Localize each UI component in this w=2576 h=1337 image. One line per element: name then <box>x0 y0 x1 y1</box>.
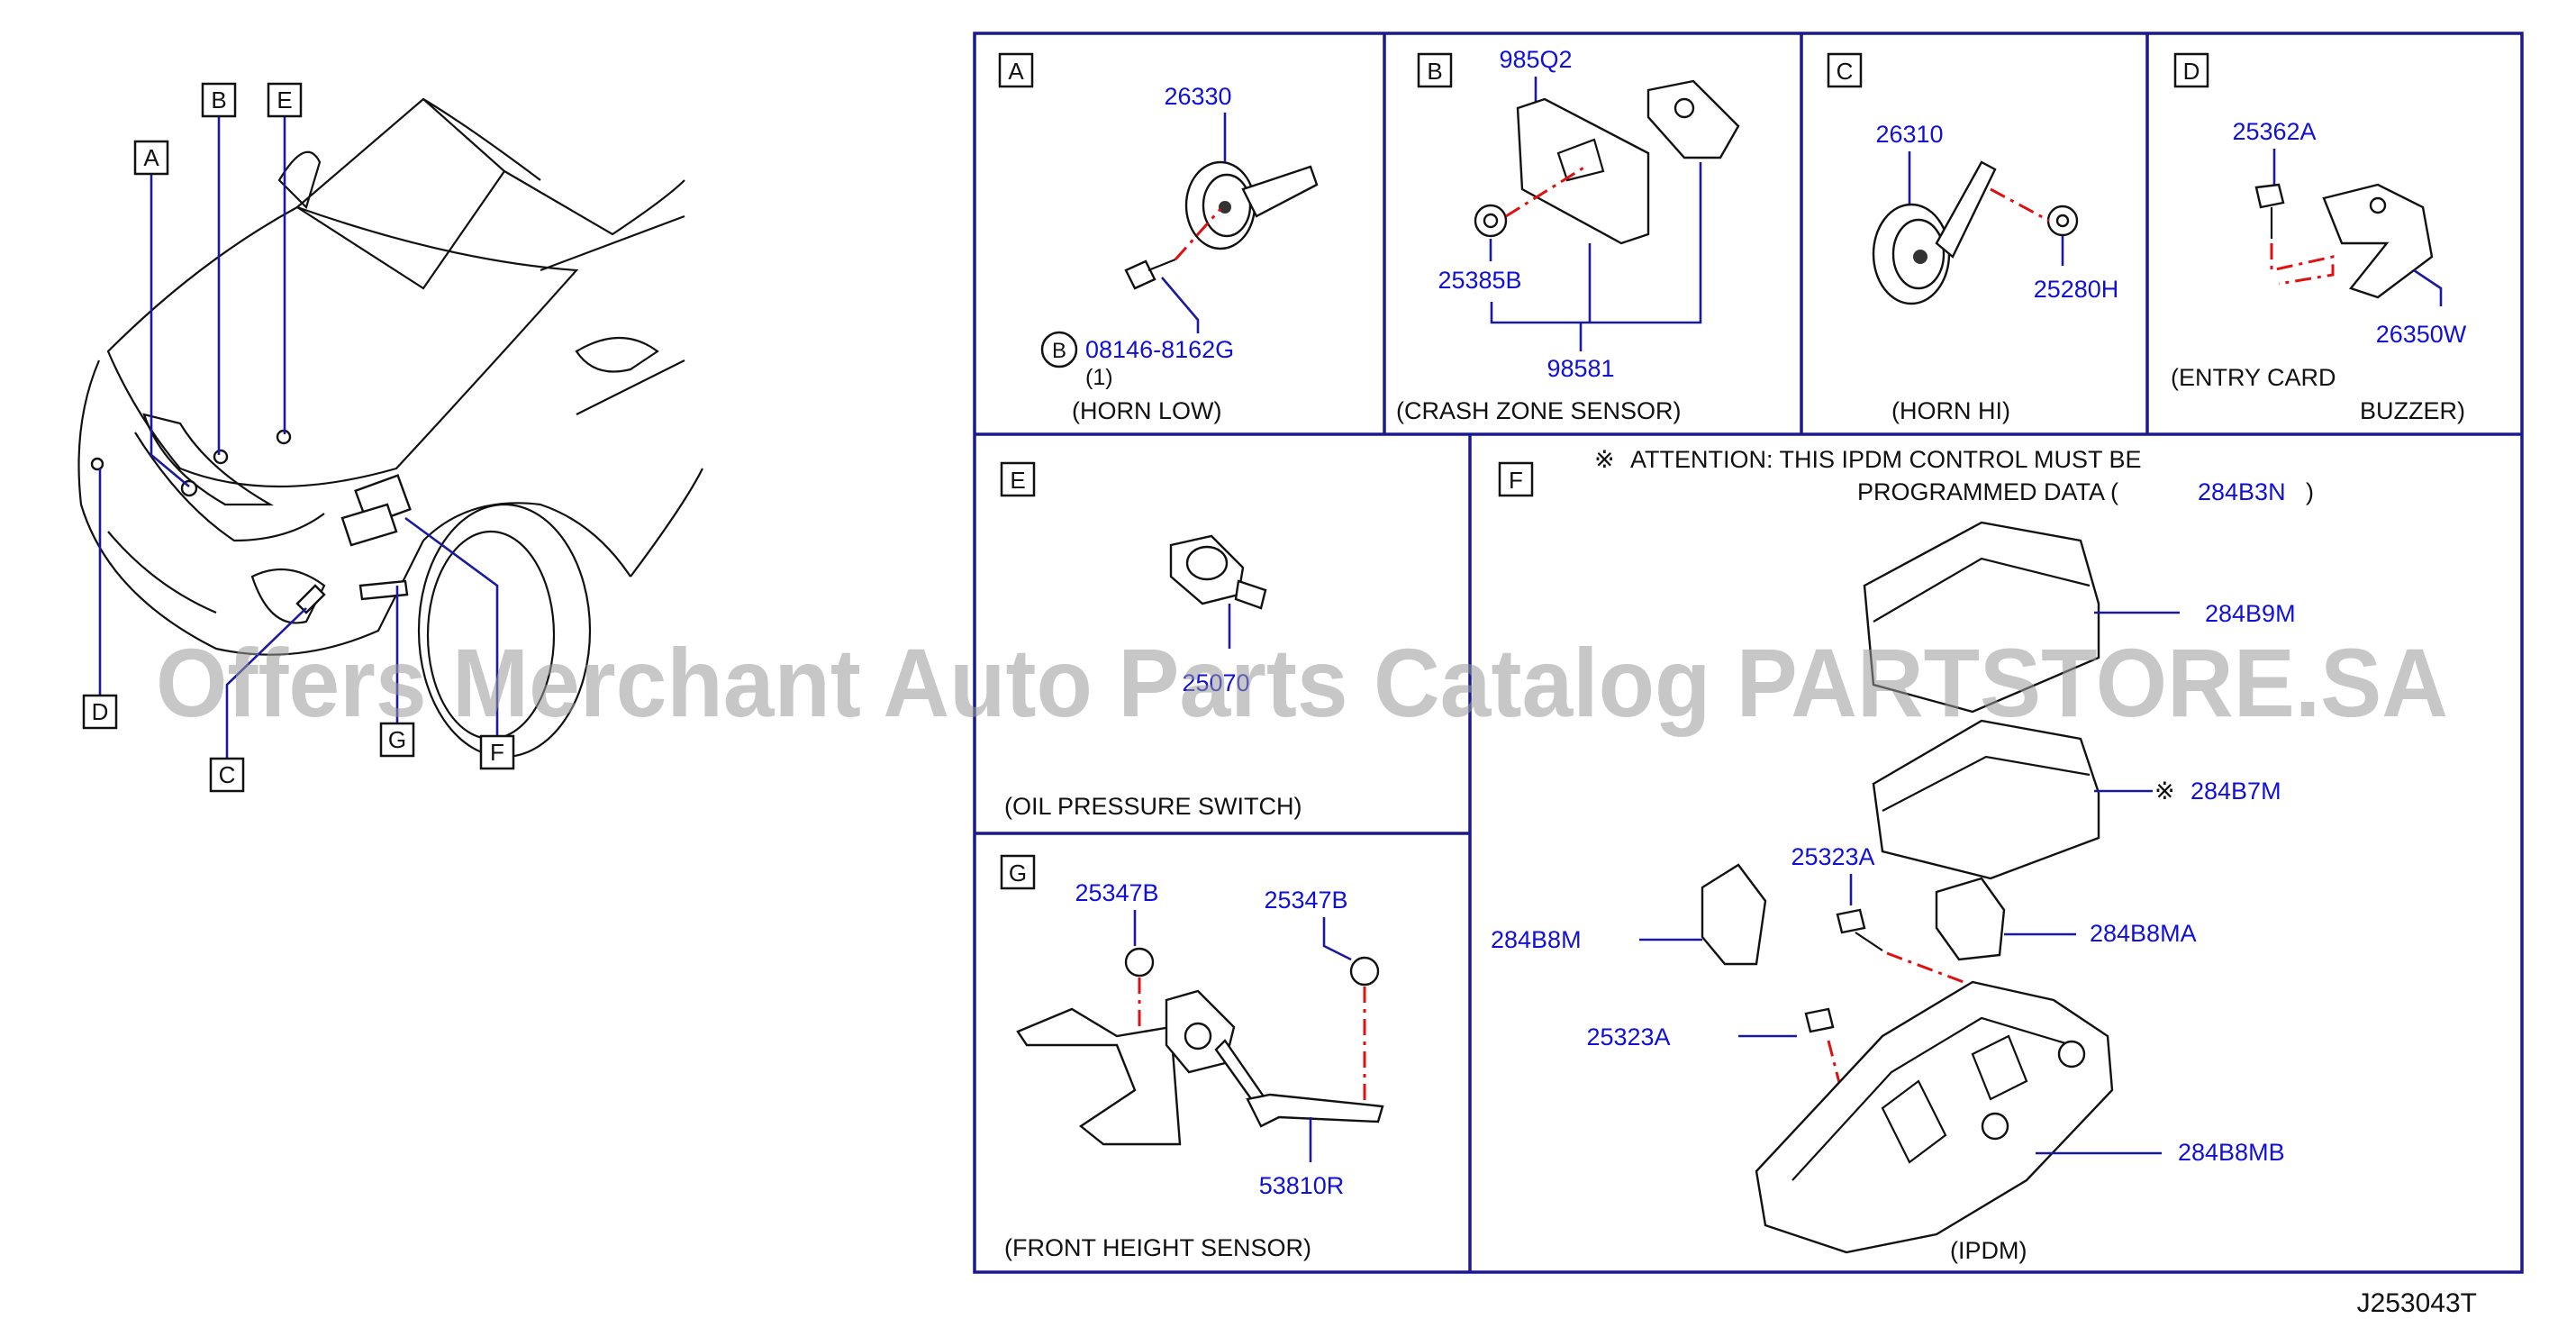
callout-C[interactable]: C <box>209 757 245 793</box>
panel-caption: (FRONT HEIGHT SENSOR) <box>1004 1234 1311 1261</box>
svg-text:F: F <box>1509 467 1523 494</box>
svg-text:C: C <box>1837 58 1854 85</box>
panel-G[interactable]: G 25347B 25347B 53810R (FRONT HEIGHT SEN… <box>1000 854 1384 1261</box>
crash-sensor-icon <box>1646 79 1740 159</box>
part-number[interactable]: 25323A <box>1586 1023 1670 1050</box>
part-number[interactable]: 284B9M <box>2205 600 2296 627</box>
hood <box>106 205 579 488</box>
watermark: Offers Merchant Auto Parts Catalog PARTS… <box>156 628 2448 737</box>
svg-text:D: D <box>92 698 109 725</box>
front-bumper <box>77 359 424 656</box>
svg-text:E: E <box>1010 467 1025 494</box>
callout-E[interactable]: E <box>267 82 303 118</box>
attention-mark: ※ <box>1594 446 1615 473</box>
ipdm-clip-icon <box>1935 877 2006 961</box>
ipdm-base-icon <box>1755 980 2114 1254</box>
part-number[interactable]: 284B7M <box>2191 778 2281 805</box>
panel-caption: BUZZER) <box>2360 397 2465 424</box>
part-number[interactable]: 08146-8162G <box>1085 336 1234 363</box>
horn-hi-sketch <box>295 584 326 614</box>
bolt-icon <box>1836 908 1866 934</box>
part-number[interactable]: 284B8MB <box>2178 1139 2285 1166</box>
part-number[interactable]: 53810R <box>1259 1172 1345 1199</box>
part-number[interactable]: 25347B <box>1264 887 1347 914</box>
svg-text:E: E <box>277 86 292 114</box>
callout-F[interactable]: F <box>479 734 515 770</box>
part-number[interactable]: 25323A <box>1791 843 1874 870</box>
part-number[interactable]: 26350W <box>2376 321 2467 348</box>
nut-icon <box>1124 947 1155 978</box>
crash-sensor-bracket-icon <box>1516 97 1650 245</box>
svg-text:(1): (1) <box>1085 365 1113 390</box>
panel-caption: (IPDM) <box>1950 1237 2027 1264</box>
part-number[interactable]: 26310 <box>1875 121 1943 148</box>
svg-text:B: B <box>1427 58 1442 85</box>
panel-C[interactable]: C 26310 25280H (HORN HI) <box>1827 52 2119 424</box>
svg-text:G: G <box>1009 860 1027 887</box>
part-number[interactable]: 25347B <box>1075 879 1158 906</box>
panel-caption: (ENTRY CARD <box>2171 364 2336 391</box>
callout-D[interactable]: D <box>82 694 118 730</box>
panel-E[interactable]: E 25070 (OIL PRESSURE SWITCH) <box>1000 461 1302 820</box>
headlamp <box>142 413 275 506</box>
nut-icon <box>1349 956 1380 987</box>
part-number[interactable]: 26330 <box>1164 83 1231 110</box>
svg-text:A: A <box>143 144 159 171</box>
bolt-icon <box>1804 1007 1835 1033</box>
part-number[interactable]: 284B3N <box>2198 478 2286 505</box>
svg-text:B: B <box>1052 339 1066 363</box>
buzzer-sketch <box>90 457 104 471</box>
callout-B[interactable]: B <box>201 82 237 118</box>
svg-text:F: F <box>490 739 504 766</box>
svg-text:D: D <box>2183 58 2200 85</box>
panel-caption: (HORN HI) <box>1891 397 2010 424</box>
buzzer-icon <box>2322 183 2434 299</box>
grid-outer-frame <box>973 32 2524 1274</box>
height-sensor-link-icon <box>1246 1093 1384 1128</box>
panel-F[interactable]: F ※ ATTENTION: THIS IPDM CONTROL MUST BE… <box>1491 446 2314 1264</box>
panel-caption: (HORN LOW) <box>1072 397 1221 424</box>
part-number[interactable]: 25070 <box>1182 669 1249 696</box>
svg-text:): ) <box>2306 478 2314 505</box>
svg-text:B: B <box>211 86 226 114</box>
windshield <box>295 97 506 290</box>
callout-G[interactable]: G <box>379 722 415 758</box>
part-number[interactable]: 284B8MA <box>2090 920 2197 947</box>
part-number[interactable]: 25385B <box>1438 267 1521 294</box>
panel-D[interactable]: D 25362A 26350W (ENTRY CARD BUZZER) <box>2171 52 2467 424</box>
part-number[interactable]: 284B8M <box>1491 926 1582 953</box>
attention-text: ATTENTION: THIS IPDM CONTROL MUST BE <box>1630 446 2142 473</box>
callout-A[interactable]: A <box>133 140 169 176</box>
svg-text:A: A <box>1008 58 1024 85</box>
bolt-icon <box>2254 183 2285 209</box>
side-mirror <box>277 150 322 210</box>
panel-A[interactable]: A 26330 B 08146-8162G (1) (HORN LOW) <box>998 52 1319 424</box>
panel-caption: (CRASH ZONE SENSOR) <box>1396 397 1682 424</box>
ipdm-clip-icon <box>1701 863 1767 966</box>
panel-grid <box>973 32 2524 1274</box>
vehicle-overview: A B E D C G F <box>77 82 703 793</box>
panel-B[interactable]: B 985Q2 25385B 98581 (CRASH ZONE SENSOR) <box>1396 46 1740 424</box>
svg-text:※: ※ <box>2154 778 2175 805</box>
height-sensor-sketch <box>358 579 409 601</box>
part-number[interactable]: 98581 <box>1547 355 1614 382</box>
crash-sensor-sketch <box>213 449 229 465</box>
svg-text:G: G <box>388 726 406 753</box>
part-number[interactable]: 25280H <box>2034 276 2119 303</box>
svg-text:C: C <box>219 761 236 788</box>
part-number[interactable]: 25362A <box>2232 118 2316 145</box>
attention-text: PROGRAMMED DATA ( <box>1857 478 2118 505</box>
panel-caption: (OIL PRESSURE SWITCH) <box>1004 793 1302 820</box>
part-number[interactable]: 985Q2 <box>1499 46 1572 73</box>
ipdm-module-lower-icon <box>1872 719 2100 880</box>
height-sensor-bracket-icon <box>1016 1007 1182 1146</box>
ipdm-module-upper-icon <box>1863 521 2100 714</box>
bolt-icon <box>1124 259 1156 290</box>
diagram-id: J253043T <box>2357 1288 2477 1318</box>
